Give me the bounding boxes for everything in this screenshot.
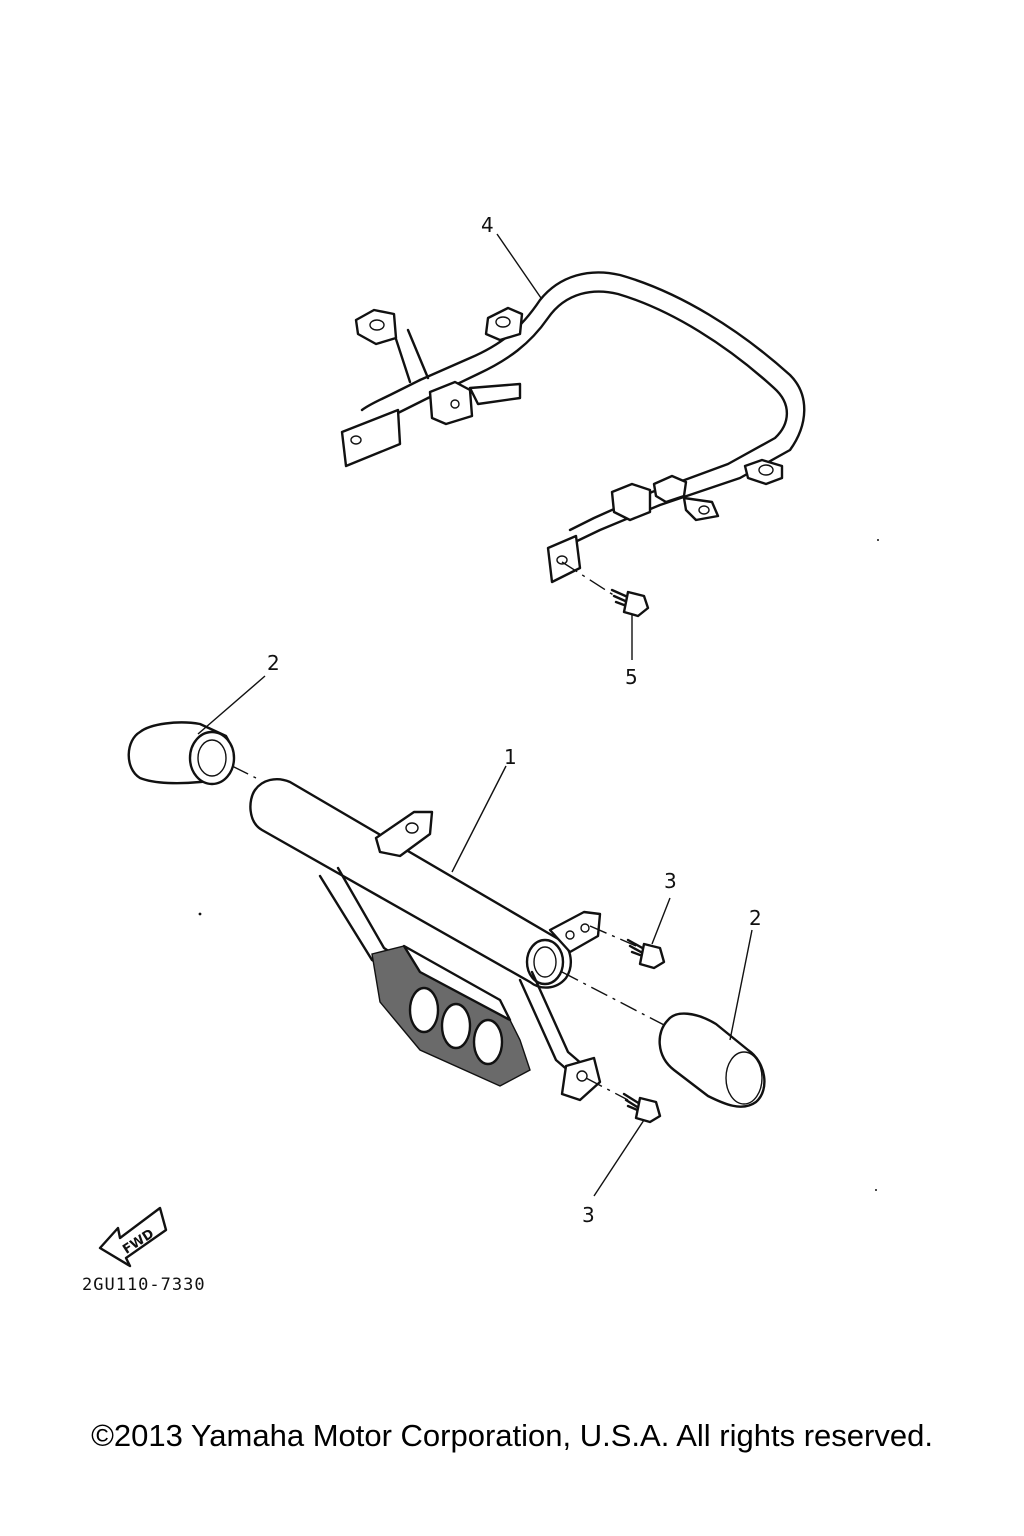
end-cap-left-part: [127, 675, 266, 786]
callout-bolt-upper: 5: [625, 665, 638, 689]
callout-grab-bar: 4: [481, 213, 494, 237]
callout-guard: 1: [504, 745, 517, 769]
callout-bolt-lower: 3: [582, 1203, 595, 1227]
callout-end-cap-left: 2: [267, 651, 280, 675]
grab-bar-part: [340, 233, 806, 584]
end-cap-right-part: [658, 929, 766, 1108]
forward-arrow-icon: FWD: [98, 1206, 168, 1268]
copyright-notice: ©2013 Yamaha Motor Corporation, U.S.A. A…: [91, 1418, 933, 1453]
guard-part: [249, 765, 602, 1102]
callout-end-cap-right: 2: [749, 906, 762, 930]
bolt-lower-part: [585, 1077, 662, 1197]
reference-code: 2GU110-7330: [82, 1275, 206, 1295]
bolt-right-part: [589, 897, 671, 970]
callout-bolt-right: 3: [664, 869, 677, 893]
bolt-upper-part: [561, 561, 650, 660]
